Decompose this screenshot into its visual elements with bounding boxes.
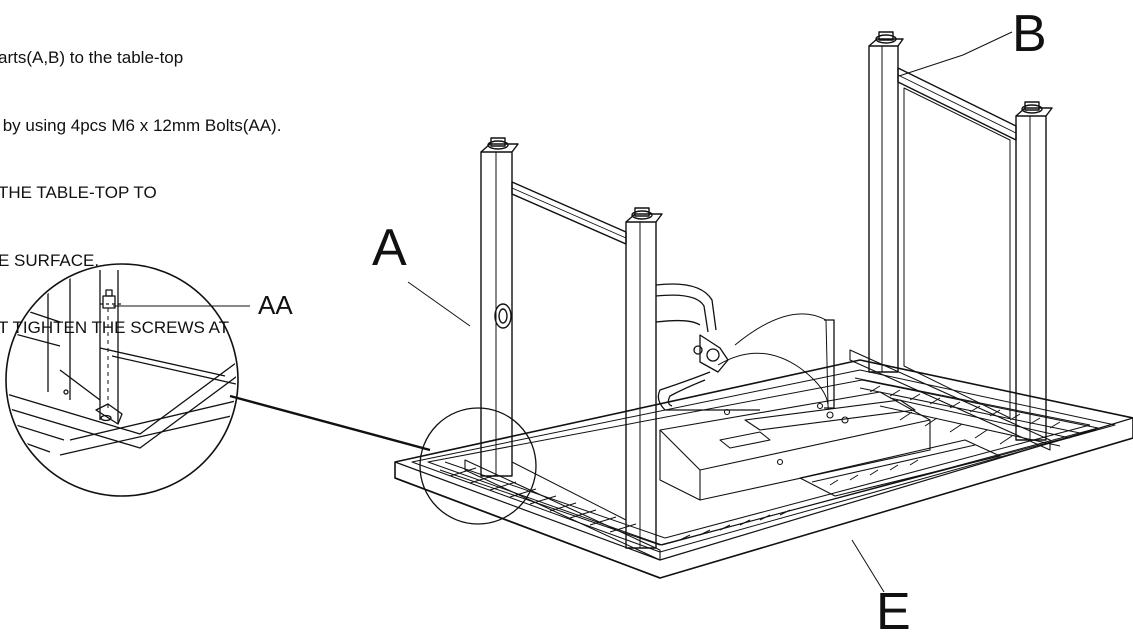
center-mechanism: [659, 391, 1001, 501]
instruction-text: arts(A,B) to the table-top by using 4pcs…: [0, 2, 281, 362]
gas-pipe: [655, 283, 835, 411]
table-top-frame: [394, 359, 1133, 579]
instruction-line-2: by using 4pcs M6 x 12mm Bolts(AA).: [0, 115, 282, 135]
leg-frame-a: [464, 137, 663, 561]
table-top-slats: [439, 377, 1097, 546]
detail-magnifier: [5, 263, 537, 525]
instruction-line-4: E SURFACE.: [0, 250, 100, 270]
label-part-a: A: [372, 219, 407, 277]
label-part-b: B: [1012, 5, 1047, 63]
instruction-line-3: THE TABLE-TOP TO: [0, 183, 157, 202]
label-part-e: E: [876, 583, 911, 641]
leader-lines: [113, 31, 1013, 593]
label-bolt-aa: AA: [258, 290, 293, 320]
instruction-line-1: arts(A,B) to the table-top: [0, 48, 184, 67]
leg-frame-b: [849, 31, 1053, 451]
